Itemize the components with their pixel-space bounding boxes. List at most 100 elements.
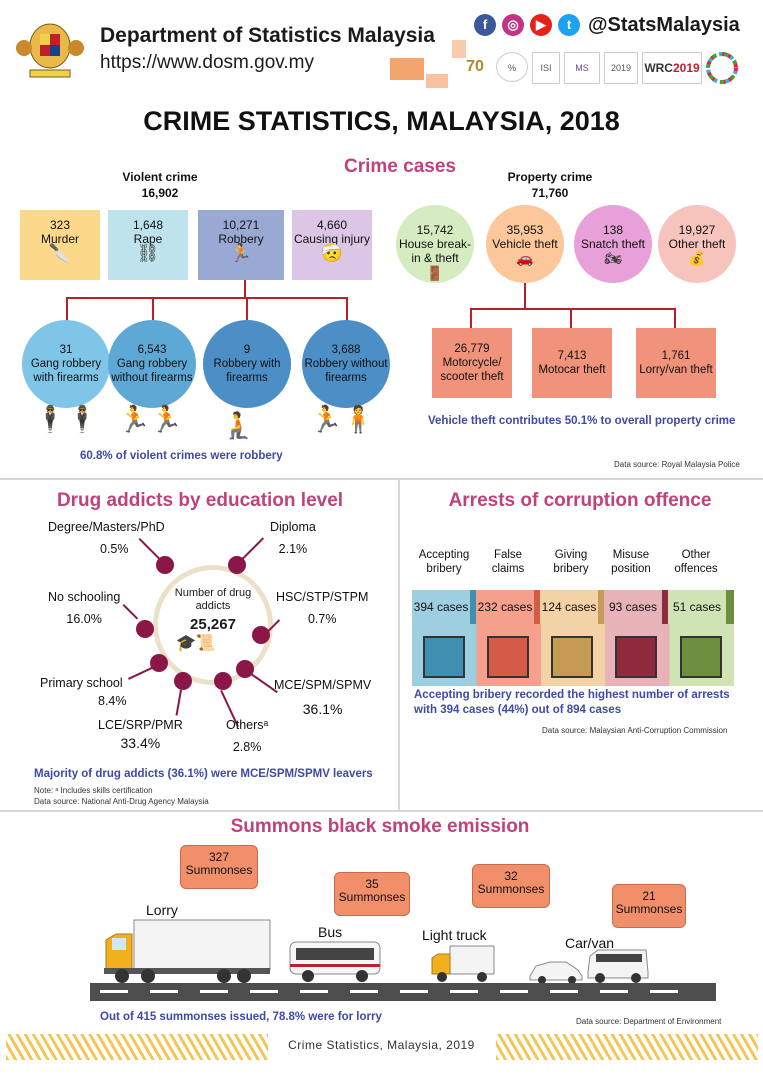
tree-line [244,280,246,298]
false-claims-bar: 232 cases [476,590,540,624]
lorry-van-theft-box: 1,761 Lorry/van theft [636,328,716,398]
gang-robbery-no-firearms-icon: 🏃🏃 [118,404,183,434]
drug-note: Majority of drug addicts (36.1%) were MC… [34,768,373,780]
misuse-position-label: Misuse position [611,549,651,575]
tree-line [246,297,248,321]
corruption-heading: Arrests of corruption offence [448,490,712,511]
instagram-icon[interactable]: ◎ [502,14,524,36]
giving-bribery-value: 124 cases [541,600,597,614]
property-crime-total: 71,760 [531,186,569,200]
org-url[interactable]: https://www.dosm.gov.my [100,52,314,73]
robbery-no-firearms-icon: 🏃🧍 [310,404,375,434]
drug-center-label: Number of drug addicts [174,587,252,612]
causing-injury-box: 4,660 Causing injury 🤕 [292,210,372,280]
gang-robbery-firearms-icon: 🕴🕴 [34,404,99,434]
causing-injury-icon: 🤕 [320,243,344,263]
no-schooling-pct: 16.0% [66,612,102,626]
primary-pct: 8.4% [98,694,127,708]
accepting-bribery-label: Accepting bribery [418,549,470,575]
robbery-firearms-label: Robbery with firearms [213,358,281,384]
motocar-theft-value: 7,413 [557,350,587,362]
accepting-bribery-bar: 394 cases [412,590,476,624]
twitter-icon[interactable]: t [558,14,580,36]
lorry-icon [104,919,271,983]
road-marking [500,990,528,993]
other-theft-value: 19,927 [678,223,716,237]
connector-line [240,537,264,562]
diploma-name: Diploma [270,520,316,534]
false-claims-value: 232 cases [477,600,533,614]
light-truck-unit: Summonses [477,882,545,896]
giving-bribery-bar: 124 cases [540,590,604,624]
murder-box: 323 Murder 🔪 [20,210,100,280]
tree-line [66,297,348,299]
connector-line [122,604,139,620]
robbery-firearms-value: 9 [243,344,251,356]
lce-name: LCE/SRP/PMR [98,718,183,732]
rape-label: Rape [133,232,163,246]
tree-line [346,297,348,321]
car-van-unit: Summonses [615,902,683,916]
decor-square [426,74,448,88]
accepting-bribery-value: 394 cases [413,600,469,614]
light-truck-bubble: 32 Summonses [472,864,550,908]
murder-icon: 🔪 [48,243,72,263]
other-theft-icon: 💰 [688,250,706,266]
tree-line [470,308,472,328]
decor-square [452,40,466,58]
vehicle-theft-icon: 🚗 [516,250,534,266]
rape-box: 1,648 Rape ⛓ [108,210,188,280]
gang-robbery-firearms-label: Gang robbery with firearms [30,358,102,384]
social-handle[interactable]: @StatsMalaysia [588,14,740,36]
page-title: CRIME STATISTICS, MALAYSIA, 2018 [143,106,620,136]
causing-injury-label: Causing injury [293,232,371,246]
sdg-logo [706,52,738,84]
diploma-label: Diploma 2.1% [270,518,316,558]
statistics-day-logo: 2019 [604,52,638,84]
hsc-name: HSC/STP/STPM [276,590,369,604]
lorry-unit: Summonses [185,863,253,877]
bus-label: Bus [318,924,343,940]
house-break-in-icon: 🚪 [426,265,444,281]
gang-robbery-firearms-circle: 31 Gang robbery with firearms [22,320,110,408]
robbery-icon: 🏃 [229,243,253,263]
drug-total: 25,267 [190,616,236,633]
motorcycle-theft-label: Motorcycle/ scooter theft [440,357,504,383]
snatch-theft-icon: 🏍 [604,250,622,266]
lorry-value: 327 [208,850,230,864]
misuse-position-value: 93 cases [608,600,658,614]
robbery-firearms-icon: 🧎 [222,410,255,440]
corruption-source: Data source: Malaysian Anti-Corruption C… [542,726,728,735]
drug-footnote: Note: ᵃ Includes skills certification [34,786,153,795]
bus-icon [289,941,381,982]
hsc-pct: 0.7% [307,612,337,626]
degree-dot [156,556,174,574]
house-break-in-circle: 15,742 House break-in & theft [396,205,474,283]
coat-of-arms-logo [16,23,84,78]
crime-cases-heading: Crime cases [344,156,456,177]
road-marking [250,990,278,993]
degree-label: Degree/Masters/PhD 0.5% [48,518,165,558]
desk-official-icon [615,636,657,678]
car-icon [529,961,583,984]
misuse-position-bar: 93 cases [604,590,668,624]
giving-bribery-label: Giving bribery [553,549,589,575]
wrc-logo: WRC2019 [642,52,702,84]
drug-heading: Drug addicts by education level [56,490,344,511]
drug-ring [153,565,273,685]
vehicle-theft-value: 35,953 [506,223,544,237]
other-offences-value: 51 cases [672,600,722,614]
robbery-no-firearms-circle: 3,688 Robbery without firearms [302,320,390,408]
tree-line [570,308,572,328]
primary-dot [150,654,168,672]
lorry-van-theft-label: Lorry/van theft [639,364,713,376]
road-marking [300,990,328,993]
road-marking [450,990,478,993]
org-name: Department of Statistics Malaysia [100,24,435,47]
motocar-theft-label: Motocar theft [538,364,606,376]
graduation-cap-icon: 🎓📜 [176,635,216,652]
bus-bubble: 35 Summonses [334,872,410,916]
facebook-icon[interactable]: f [474,14,496,36]
tree-line [66,297,68,321]
youtube-icon[interactable]: ▶ [530,14,552,36]
